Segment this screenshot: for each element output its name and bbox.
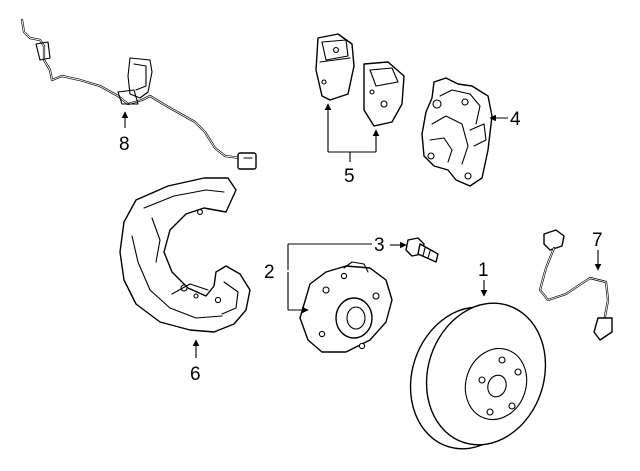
leader-lines bbox=[121, 103, 602, 358]
part-2-hub-bearing[interactable] bbox=[299, 261, 393, 353]
callout-7: 7 bbox=[592, 230, 603, 251]
callout-8: 8 bbox=[119, 134, 130, 155]
callout-6: 6 bbox=[190, 364, 201, 385]
callouts: 1 2 3 4 5 6 7 8 bbox=[119, 109, 603, 385]
part-3-hub-bolt[interactable] bbox=[405, 237, 439, 263]
part-5-brake-pads[interactable] bbox=[315, 33, 405, 127]
callout-4: 4 bbox=[510, 109, 521, 130]
part-1-brake-rotor[interactable] bbox=[393, 288, 564, 465]
part-6-dust-shield[interactable] bbox=[119, 177, 251, 333]
callout-2: 2 bbox=[264, 262, 275, 283]
callout-1: 1 bbox=[478, 260, 489, 281]
callout-3: 3 bbox=[374, 235, 385, 256]
callout-5: 5 bbox=[344, 166, 355, 187]
part-8-abs-sensor-wire[interactable] bbox=[20, 18, 257, 170]
part-7-brake-hose[interactable] bbox=[538, 229, 613, 341]
part-4-caliper[interactable] bbox=[421, 77, 493, 187]
